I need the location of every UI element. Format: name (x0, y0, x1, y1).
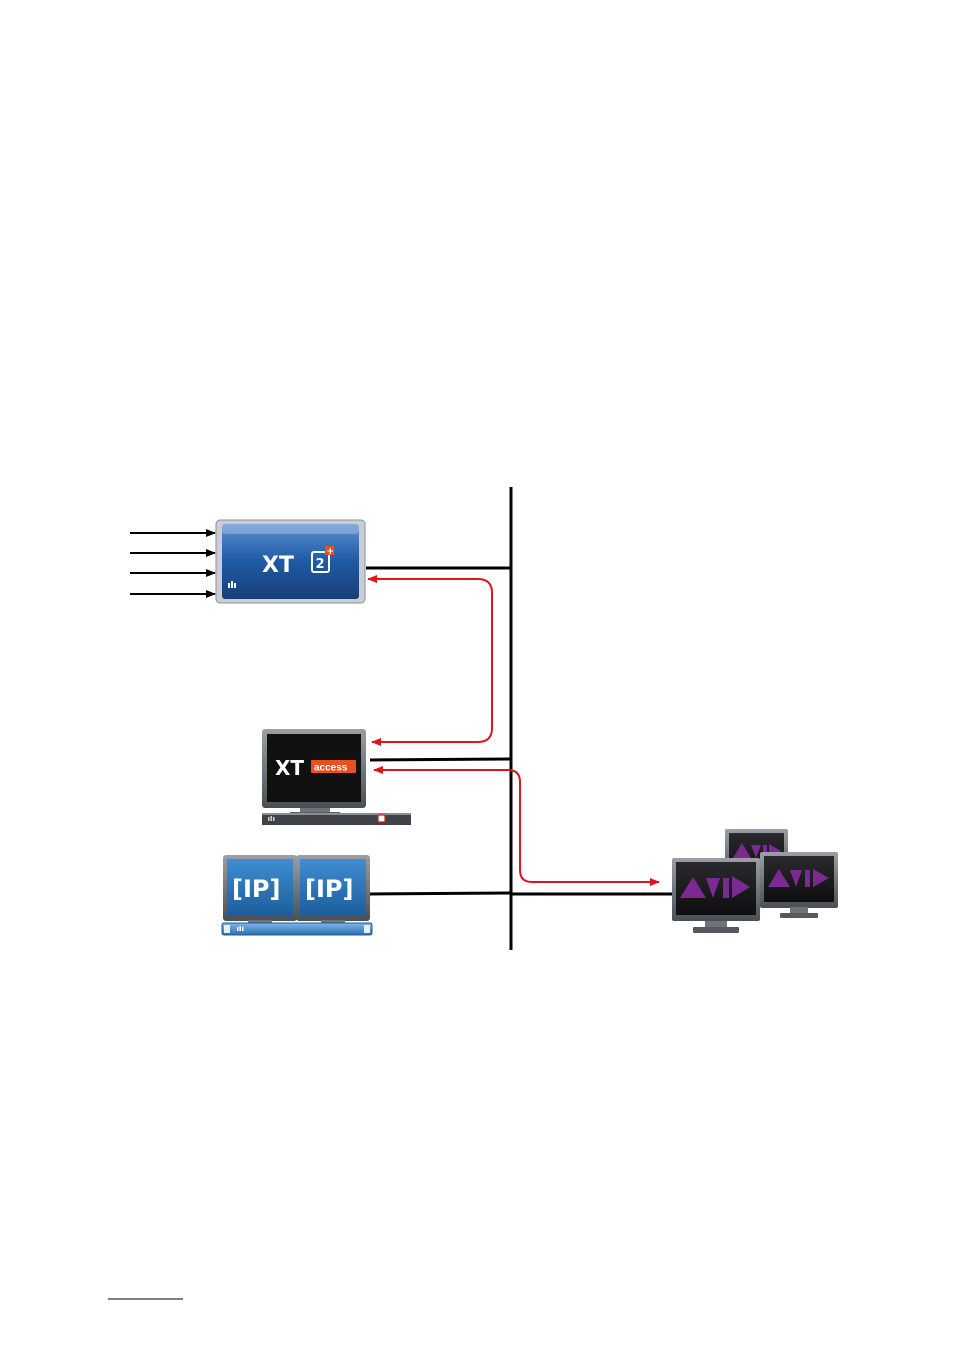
avid-monitor-right (760, 852, 838, 918)
ipdirector-rack-handle-right (364, 925, 370, 933)
xtaccess-network-link (370, 759, 511, 760)
ipdirector-left-screen-text: [IP] (232, 875, 280, 903)
xt2-logo-sub: 2 (316, 557, 325, 572)
avid-monitor-front (672, 858, 760, 933)
ipdirector-rack-handle-left (224, 925, 230, 933)
xt2-plus-text: + (327, 547, 335, 557)
transfer-arrow-xtaccess-avid (383, 770, 659, 882)
xt2-input-arrows (130, 533, 215, 594)
xtaccess-power-led (378, 815, 385, 822)
xt2-server-icon[interactable]: XT 2 + (216, 520, 365, 603)
xtaccess-workstation-icon[interactable]: XT access (262, 729, 411, 825)
xtaccess-logo-text: XT (275, 756, 304, 780)
xtaccess-badge-text: access (314, 763, 348, 774)
avid-workstation-icon[interactable] (672, 829, 838, 933)
transfer-arrow-xt2-xtaccess-up (368, 579, 492, 742)
ipdirector-right-screen-text: [IP] (305, 875, 353, 903)
ipdirector-network-link (370, 893, 511, 894)
xt2-logo-text: XT (262, 553, 294, 578)
ipdirector-workstation-icon[interactable]: [IP] [IP] (222, 855, 372, 935)
